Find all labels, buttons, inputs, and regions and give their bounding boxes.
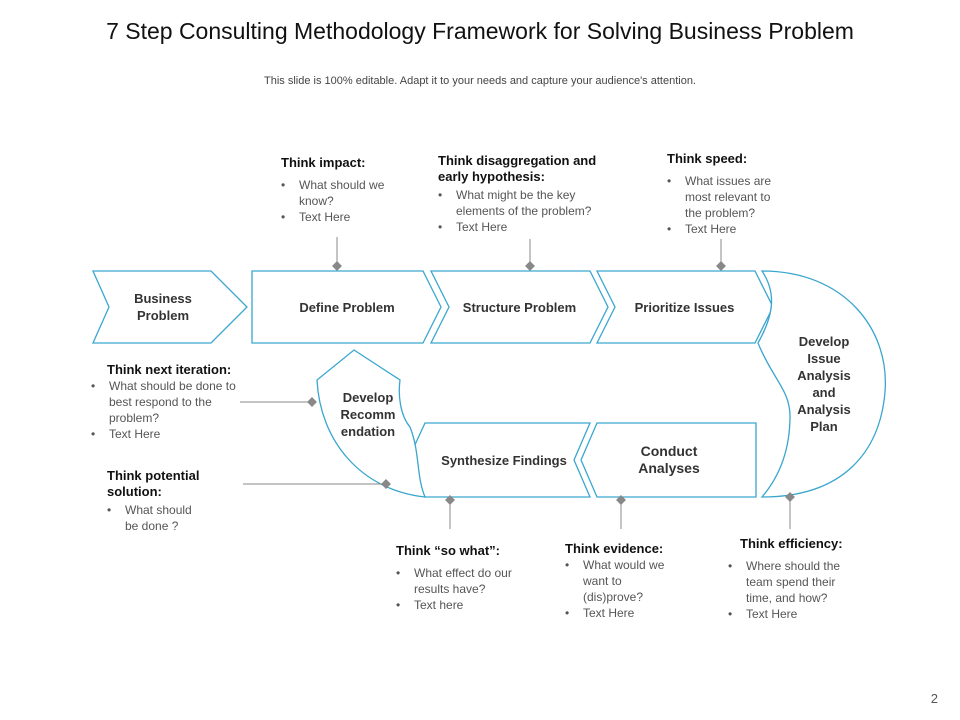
step-synthesize-findings-label: Synthesize Findings — [441, 452, 567, 468]
note-item: Text Here — [667, 221, 785, 237]
note-items: What should be done to best respond to t… — [91, 378, 251, 442]
step-structure-problem-shape[interactable] — [429, 270, 609, 344]
note-item: Text Here — [91, 426, 251, 442]
step-analysis-plan-shape[interactable] — [757, 270, 886, 498]
connector-next-iteration-dot — [307, 397, 317, 407]
note-item: What should we know? — [281, 177, 391, 209]
slide-subtitle: This slide is 100% editable. Adapt it to… — [264, 75, 696, 87]
note-items: What would we want to (dis)prove? Text H… — [565, 557, 685, 621]
note-item: Text here — [396, 597, 526, 613]
note-items: What issues are most relevant to the pro… — [667, 173, 785, 237]
connector-efficiency-dot — [785, 492, 795, 502]
note-think-evidence: Think evidence: What would we want to (d… — [565, 541, 685, 621]
note-heading: Think evidence: — [565, 541, 664, 556]
note-items: Where should the team spend their time, … — [728, 558, 858, 622]
note-items: What effect do our results have? Text he… — [396, 565, 526, 613]
connector-speed-dot — [716, 261, 726, 271]
note-think-efficiency: Think efficiency: Where should the team … — [728, 536, 858, 622]
note-items: What should we know? Text Here — [281, 177, 391, 225]
note-items: What should be done ? — [107, 502, 237, 534]
note-think-so-what: Think “so what”: What effect do our resu… — [396, 543, 526, 613]
note-heading: Think impact: — [281, 155, 366, 170]
note-item: Text Here — [565, 605, 685, 621]
connector-potential-solution-dot — [381, 479, 391, 489]
note-items: What might be the key elements of the pr… — [438, 187, 616, 235]
note-item: What should be done to best respond to t… — [91, 378, 251, 426]
step-business-problem-shape[interactable] — [91, 270, 248, 344]
step-prioritize-issues-label: Prioritize Issues — [634, 299, 735, 315]
note-think-next-iteration: Think next iteration: What should be don… — [91, 362, 251, 442]
note-heading: Think “so what”: — [396, 543, 500, 558]
step-prioritize-issues-shape[interactable] — [595, 270, 774, 344]
note-think-potential-solution: Think potential solution: What should be… — [107, 468, 237, 534]
page-number: 2 — [930, 691, 938, 706]
note-heading: Think disaggregation and early hypothesi… — [438, 153, 597, 184]
step-define-problem-label: Define Problem — [299, 299, 395, 315]
note-think-disaggregation: Think disaggregation and early hypothesi… — [438, 153, 616, 235]
note-item: What should be done ? — [107, 502, 205, 534]
slide-title: 7 Step Consulting Methodology Framework … — [106, 18, 854, 44]
step-develop-recommendation-label: Develop Recomm endation — [340, 389, 396, 439]
step-develop-recommendation-shape[interactable] — [316, 349, 427, 498]
note-think-speed: Think speed: What issues are most releva… — [667, 151, 785, 237]
step-conduct-analyses-label: Conduct Analyses — [638, 443, 700, 476]
note-item: What would we want to (dis)prove? — [565, 557, 685, 605]
note-item: Text Here — [438, 219, 616, 235]
note-heading: Think efficiency: — [740, 536, 843, 551]
step-structure-problem-label: Structure Problem — [462, 299, 577, 315]
note-item: Text Here — [728, 606, 858, 622]
step-define-problem-shape[interactable] — [251, 270, 442, 344]
note-think-impact: Think impact: What should we know? Text … — [281, 155, 391, 225]
note-heading: Think potential solution: — [107, 468, 200, 499]
step-business-problem-label: Business Problem — [134, 291, 192, 323]
connector-evidence-dot — [616, 495, 626, 505]
connector-disaggregation-dot — [525, 261, 535, 271]
note-item: Text Here — [281, 209, 391, 225]
note-item: What might be the key elements of the pr… — [438, 187, 616, 219]
note-item: Where should the team spend their time, … — [728, 558, 858, 606]
note-item: What effect do our results have? — [396, 565, 526, 597]
connector-so-what-dot — [445, 495, 455, 505]
connector-impact-dot — [332, 261, 342, 271]
note-heading: Think speed: — [667, 151, 748, 166]
step-analysis-plan-label: Develop Issue Analysis and Analysis Plan — [797, 334, 851, 434]
note-heading: Think next iteration: — [107, 362, 232, 377]
note-item: What issues are most relevant to the pro… — [667, 173, 785, 221]
step-conduct-analyses-shape[interactable] — [580, 422, 757, 498]
